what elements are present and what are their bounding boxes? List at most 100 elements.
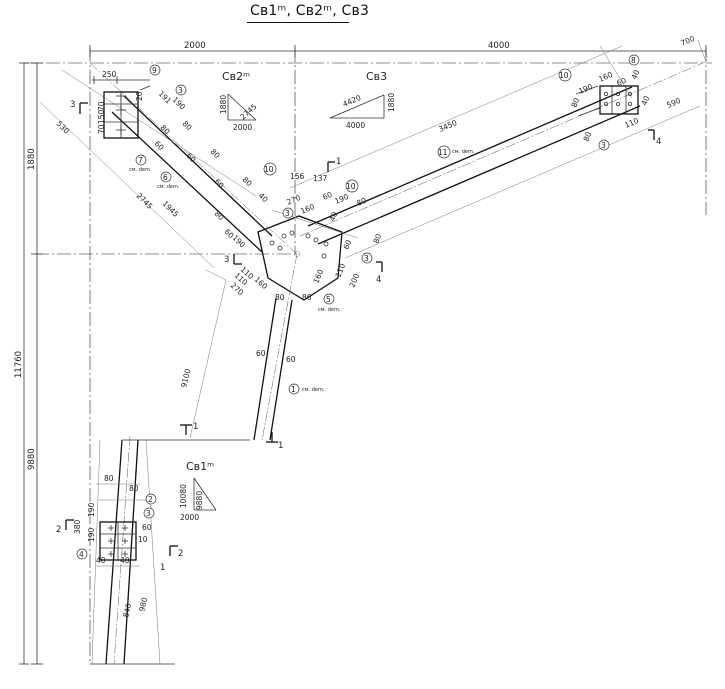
svg-text:110: 110 xyxy=(623,116,640,130)
note-see-detail: см. dem. xyxy=(452,149,475,155)
svg-text:Св3: Св3 xyxy=(366,70,387,83)
svg-text:10: 10 xyxy=(346,182,356,191)
section-marker-2-left: 2 xyxy=(56,519,74,535)
svg-text:80: 80 xyxy=(241,175,254,188)
svg-text:60: 60 xyxy=(153,139,166,152)
svg-text:70: 70 xyxy=(97,124,106,134)
top-overall-dimension: 2000 4000 xyxy=(89,41,707,57)
svg-text:3: 3 xyxy=(285,209,290,218)
svg-text:80: 80 xyxy=(129,484,139,493)
svg-text:10: 10 xyxy=(559,71,569,80)
title-underline xyxy=(247,22,349,23)
part-mark-10-brace: 10 xyxy=(345,179,359,193)
svg-text:160: 160 xyxy=(597,70,614,84)
svg-text:70: 70 xyxy=(97,101,106,111)
svg-text:4: 4 xyxy=(376,275,381,285)
svg-text:80: 80 xyxy=(209,147,222,160)
callout-sv1: Св1ᵐ 10080 9880 2000 xyxy=(179,460,217,522)
svg-text:80: 80 xyxy=(181,119,194,132)
svg-text:2: 2 xyxy=(148,495,153,504)
svg-text:80: 80 xyxy=(372,232,384,244)
brace-sv1-upper xyxy=(189,253,298,441)
svg-text:11: 11 xyxy=(438,148,448,157)
svg-text:980: 980 xyxy=(137,596,149,612)
note-see-detail: см. dem. xyxy=(318,307,341,313)
svg-text:5: 5 xyxy=(326,295,331,304)
svg-text:60: 60 xyxy=(185,151,198,164)
svg-text:10080: 10080 xyxy=(179,484,188,508)
svg-text:590: 590 xyxy=(665,96,682,110)
svg-text:137: 137 xyxy=(313,174,328,183)
callout-sv3: Св3 4420 1880 4000 xyxy=(329,70,396,130)
part-mark-3-center: 3 xyxy=(282,207,294,219)
svg-text:10: 10 xyxy=(264,165,274,174)
svg-text:530: 530 xyxy=(55,119,72,136)
svg-text:1880: 1880 xyxy=(219,95,228,114)
svg-text:60: 60 xyxy=(342,238,354,250)
dim-9880: 9880 xyxy=(27,448,37,470)
svg-text:700: 700 xyxy=(679,34,696,48)
section-marker-4-center: 4 xyxy=(376,261,383,285)
part-mark-10-right: 10 xyxy=(558,68,572,82)
part-mark-7: 7 xyxy=(135,154,147,166)
part-mark-3-top: 3 xyxy=(175,84,187,96)
svg-text:1880: 1880 xyxy=(387,93,396,112)
svg-text:2: 2 xyxy=(56,525,61,535)
svg-text:4420: 4420 xyxy=(341,93,362,109)
svg-text:40: 40 xyxy=(96,556,106,565)
callout-sv2: Св2ᵐ 1880 2745 2000 xyxy=(219,70,259,132)
note-see-detail: см. dem. xyxy=(302,387,325,393)
svg-text:60: 60 xyxy=(213,177,226,190)
svg-text:1945: 1945 xyxy=(161,199,181,219)
center-gusset-plate xyxy=(257,215,343,301)
part-mark-5: 5 xyxy=(323,293,335,305)
svg-text:40: 40 xyxy=(257,191,270,204)
svg-text:3450: 3450 xyxy=(437,118,458,134)
svg-text:191: 191 xyxy=(157,89,174,106)
svg-text:190: 190 xyxy=(171,95,188,112)
part-mark-3-far-right: 3 xyxy=(598,139,610,151)
bottom-end-gusset xyxy=(96,483,148,567)
svg-text:2745: 2745 xyxy=(135,191,155,211)
part-mark-4: 4 xyxy=(76,548,88,560)
section-marker-1-low: 1 xyxy=(266,432,283,451)
svg-text:190: 190 xyxy=(87,502,96,517)
svg-text:1: 1 xyxy=(291,385,296,394)
section-marker-1-mid: 1 xyxy=(180,422,198,435)
svg-text:156: 156 xyxy=(290,172,305,181)
svg-text:150: 150 xyxy=(97,109,106,124)
svg-text:40: 40 xyxy=(120,556,130,565)
svg-text:160: 160 xyxy=(253,275,270,291)
svg-text:60: 60 xyxy=(286,355,296,364)
svg-text:7: 7 xyxy=(138,156,143,165)
svg-text:60: 60 xyxy=(615,76,628,88)
dim-11760: 11760 xyxy=(14,351,24,378)
svg-text:2000: 2000 xyxy=(233,123,252,132)
dim-4000: 4000 xyxy=(488,41,510,51)
svg-text:10: 10 xyxy=(138,535,148,544)
dim-2000: 2000 xyxy=(184,41,206,51)
part-mark-10-center: 10 xyxy=(263,162,277,176)
svg-text:2000: 2000 xyxy=(180,513,199,522)
svg-text:80: 80 xyxy=(213,209,226,222)
svg-text:840: 840 xyxy=(121,602,133,618)
section-marker-3-center: 3 xyxy=(224,254,242,265)
svg-text:80: 80 xyxy=(570,96,582,108)
svg-text:160: 160 xyxy=(299,202,316,216)
svg-text:9100: 9100 xyxy=(179,368,192,389)
svg-text:4: 4 xyxy=(79,550,84,559)
svg-text:80: 80 xyxy=(159,123,172,136)
svg-text:3: 3 xyxy=(364,254,369,263)
svg-text:3: 3 xyxy=(178,86,183,95)
part-mark-8: 8 xyxy=(628,54,640,66)
svg-text:80: 80 xyxy=(355,196,368,208)
part-mark-11: 11 xyxy=(437,145,451,159)
section-label-1-bottom: 1 xyxy=(160,563,165,573)
brace-sv1-lower xyxy=(91,435,250,665)
brace-sv2 xyxy=(39,62,298,281)
svg-text:190: 190 xyxy=(577,82,594,96)
svg-text:3: 3 xyxy=(601,141,606,150)
svg-text:40: 40 xyxy=(328,210,340,222)
svg-text:3: 3 xyxy=(224,255,229,265)
